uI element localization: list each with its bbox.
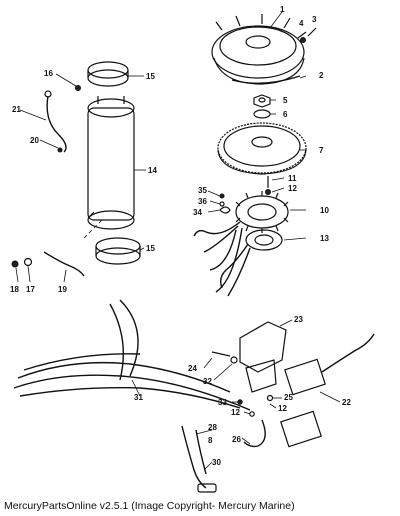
callout-7: 7 (319, 146, 324, 155)
callout-22: 22 (342, 398, 351, 407)
callout-36: 36 (198, 197, 207, 206)
callout-34: 34 (193, 208, 202, 217)
callout-leaders (15, 11, 341, 471)
stator-screw[interactable] (219, 193, 225, 199)
ground-nut-2[interactable] (11, 260, 19, 268)
stator-washer[interactable] (265, 189, 271, 195)
callout-31: 31 (134, 393, 143, 402)
callout-21: 21 (12, 105, 21, 114)
ground-nut-1[interactable] (23, 257, 33, 267)
flywheel-washer[interactable] (253, 109, 271, 119)
ground-cable[interactable] (43, 251, 85, 277)
callout-numbers: 1 3 4 2 5 6 7 11 12 10 13 35 36 34 16 15… (10, 5, 351, 467)
callout-12: 12 (288, 184, 297, 193)
copyright-footer: MercuryPartsOnline v2.5.1 (Image Copyrig… (4, 500, 295, 512)
callout-12-b: 12 (231, 408, 240, 417)
spark-plug-lead[interactable] (181, 425, 207, 489)
bracket-washer[interactable] (230, 356, 238, 364)
callout-20: 20 (30, 136, 39, 145)
callout-5: 5 (283, 96, 288, 105)
callout-35: 35 (198, 186, 207, 195)
callout-25: 25 (284, 393, 293, 402)
switch-washer[interactable] (249, 411, 255, 417)
callout-2: 2 (319, 71, 324, 80)
callout-14: 14 (148, 166, 157, 175)
spark-plug-cap[interactable] (197, 483, 217, 493)
callout-26: 26 (232, 435, 241, 444)
switch-nut[interactable] (266, 394, 274, 402)
callout-16: 16 (44, 69, 53, 78)
starter-screw[interactable] (75, 85, 81, 91)
trigger[interactable] (245, 229, 283, 251)
callout-23: 23 (294, 315, 303, 324)
switch-box-upper[interactable] (284, 333, 375, 396)
callout-32: 32 (203, 377, 212, 386)
callout-8: 8 (208, 436, 213, 445)
callout-33: 33 (218, 398, 227, 407)
callout-6: 6 (283, 110, 288, 119)
callout-13: 13 (320, 234, 329, 243)
cover-decal[interactable] (231, 75, 301, 84)
main-harness[interactable] (13, 299, 251, 411)
callout-12-c: 12 (278, 404, 287, 413)
switch-box-bracket[interactable] (239, 321, 287, 393)
callout-10: 10 (320, 206, 329, 215)
callout-17: 17 (26, 285, 35, 294)
switch-lead (243, 419, 266, 448)
callout-3: 3 (312, 15, 317, 24)
flywheel-nut[interactable] (253, 94, 271, 108)
starter-motor[interactable] (87, 96, 135, 230)
callout-15-top: 15 (146, 72, 155, 81)
callout-28: 28 (208, 423, 217, 432)
flywheel[interactable] (217, 122, 307, 175)
stator-harness (193, 221, 243, 293)
callout-15-bottom: 15 (146, 244, 155, 253)
ground-leader (83, 219, 103, 239)
switch-screw[interactable] (237, 399, 243, 405)
bracket-bolt[interactable] (211, 351, 231, 357)
starter-bracket-bottom[interactable] (95, 237, 141, 265)
switch-box-lower[interactable] (280, 410, 322, 448)
flywheel-cover[interactable] (211, 14, 307, 85)
callout-18: 18 (10, 285, 19, 294)
callout-19: 19 (58, 285, 67, 294)
callout-4: 4 (299, 19, 304, 28)
callout-1: 1 (280, 5, 285, 14)
trigger-harness (219, 243, 251, 297)
callout-24: 24 (188, 364, 197, 373)
stator[interactable] (235, 191, 289, 233)
callout-30: 30 (212, 458, 221, 467)
starter-cable[interactable] (46, 95, 67, 153)
cable-screw[interactable] (57, 147, 63, 153)
starter-bracket-top[interactable] (87, 61, 129, 87)
cable-terminal (44, 90, 52, 98)
callout-11: 11 (288, 174, 297, 183)
stator-screw-washer[interactable] (219, 201, 225, 207)
cover-screws[interactable] (300, 27, 317, 43)
stator-clip[interactable] (219, 206, 231, 214)
